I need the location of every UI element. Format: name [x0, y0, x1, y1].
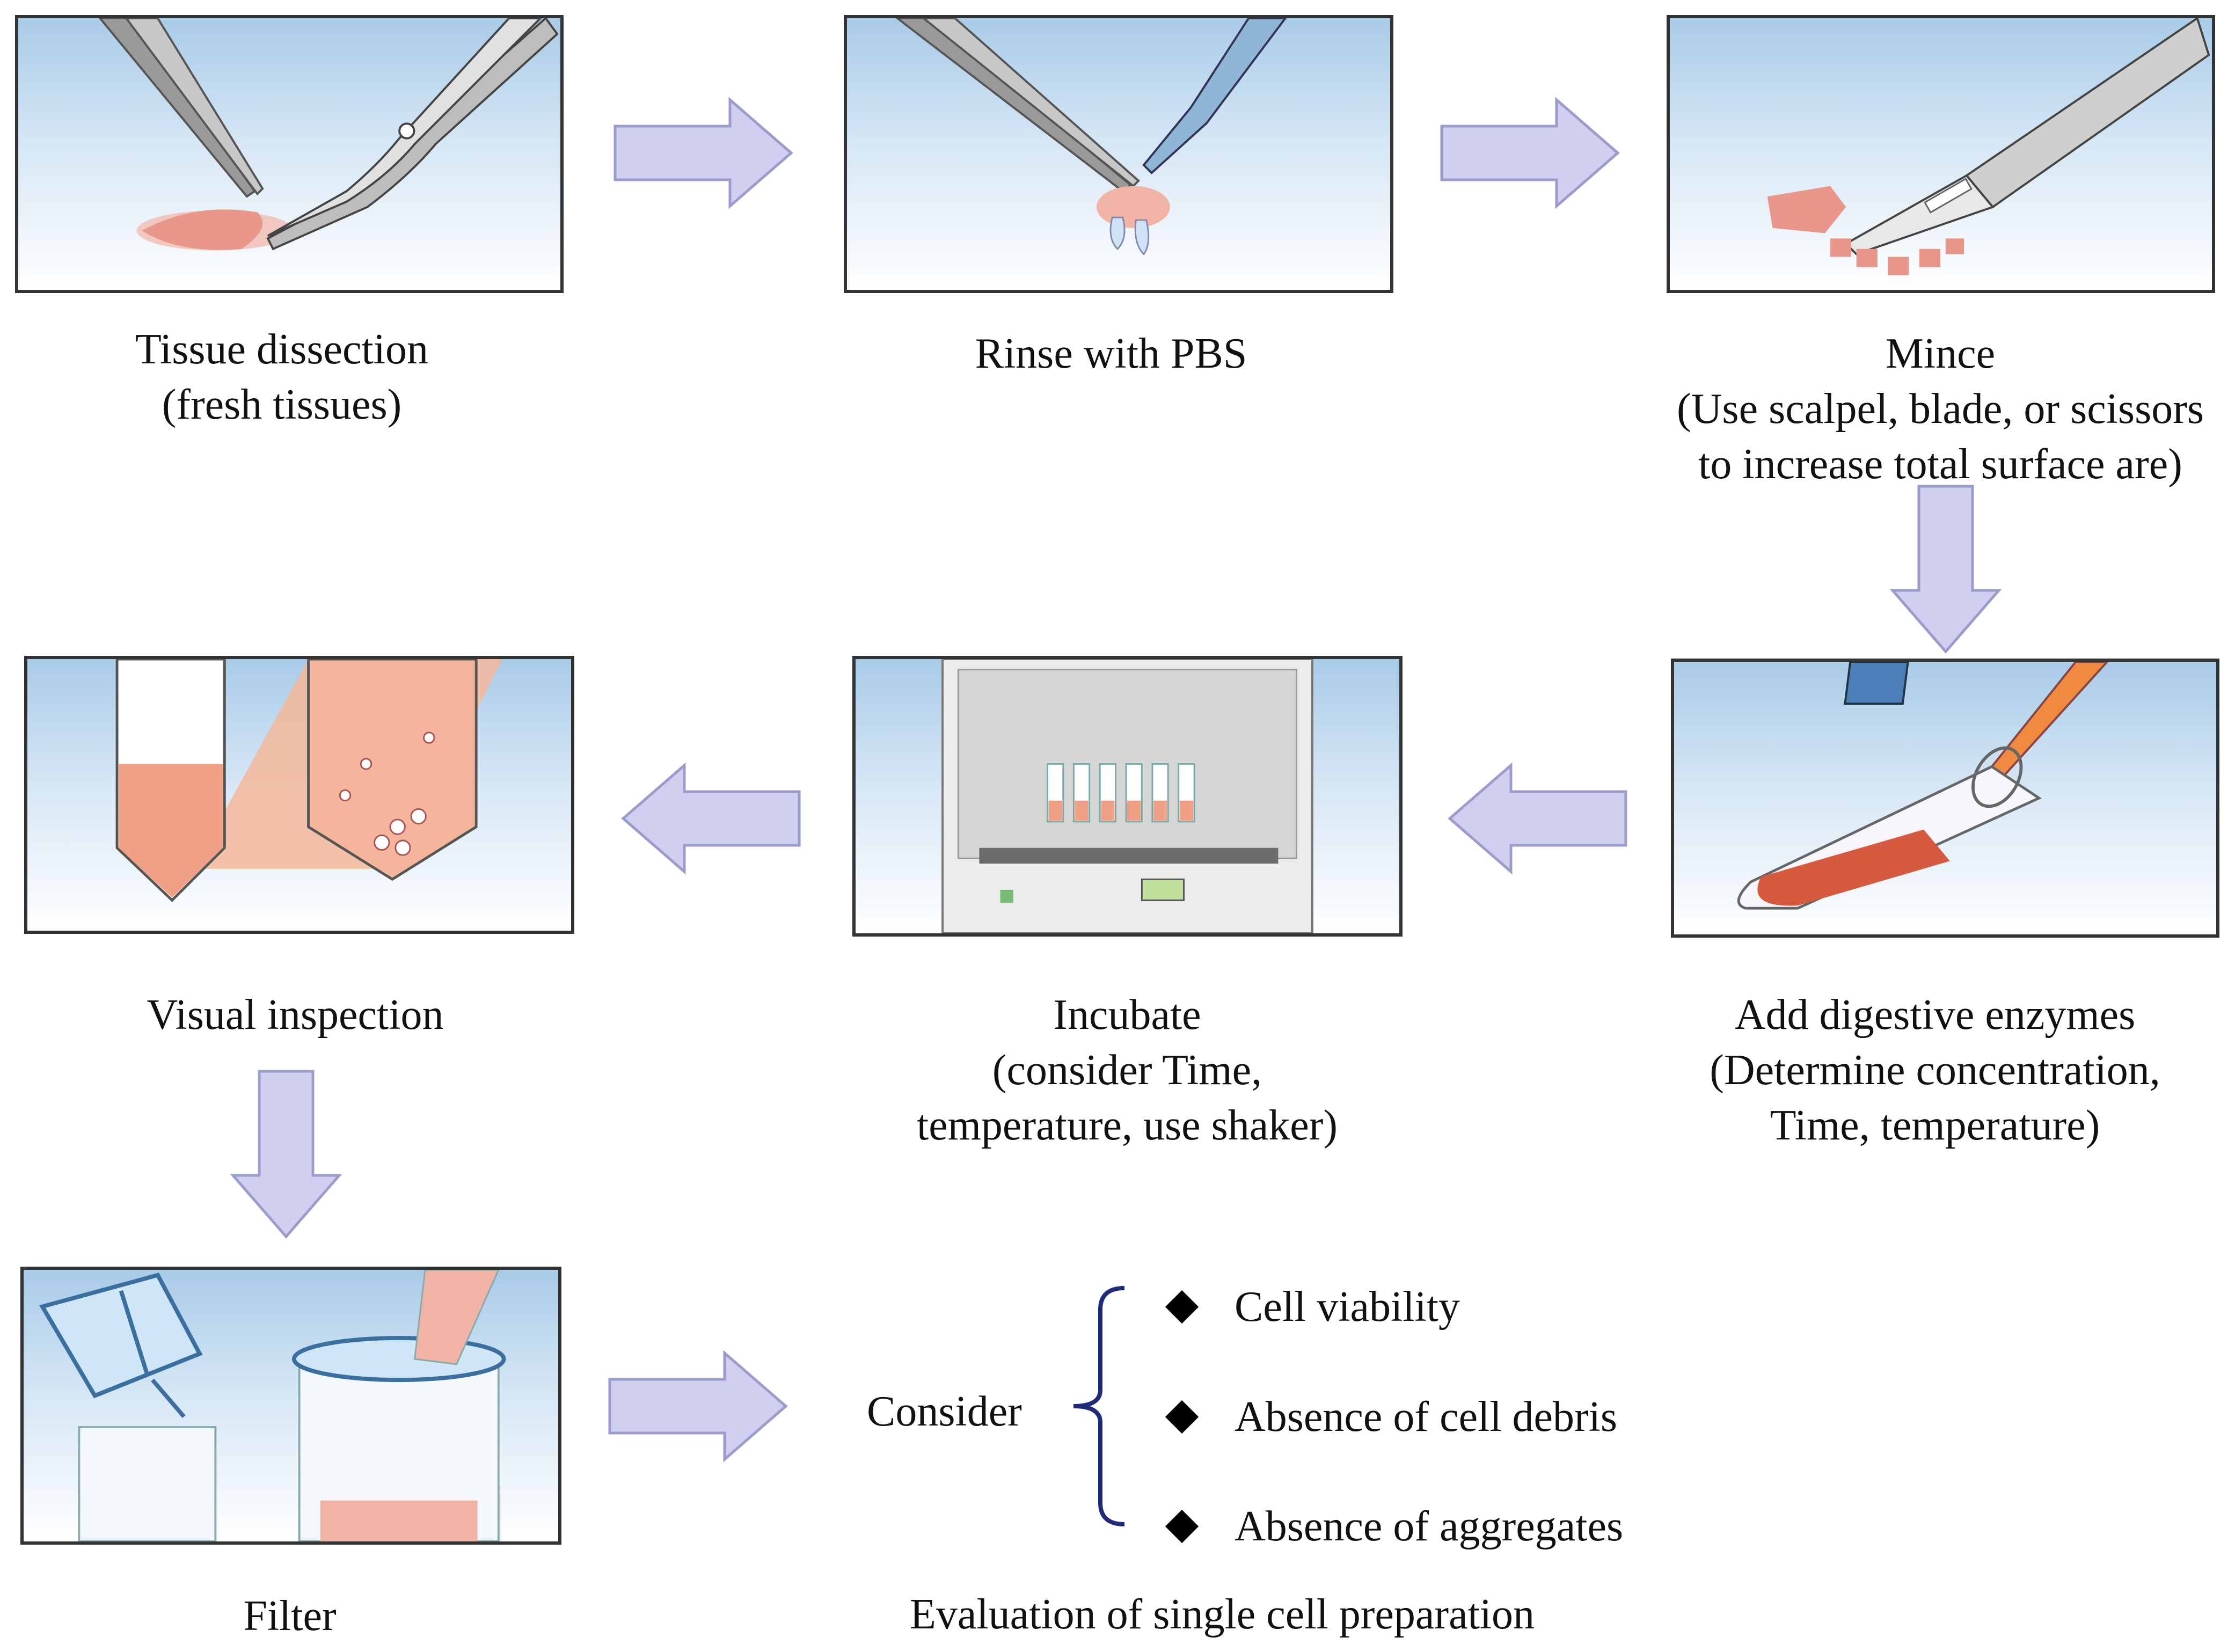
eval-item-debris: Absence of cell debris — [1235, 1393, 1618, 1441]
arrow-down-2 — [230, 1070, 342, 1239]
arrow-right-3 — [608, 1350, 788, 1463]
arrow-down-1 — [1889, 485, 2002, 654]
evaluation-title: Evaluation of single cell preparation — [910, 1591, 1535, 1638]
filter-title: Filter — [243, 1592, 337, 1640]
incubate-caption: Incubate (consider Time, temperature, us… — [880, 988, 1374, 1153]
tube-with-pipette-icon — [1737, 662, 2109, 910]
enzymes-caption: Add digestive enzymes (Determine concent… — [1659, 988, 2211, 1153]
pipette-icon — [895, 18, 1287, 255]
curly-brace — [1073, 1286, 1125, 1526]
enzymes-detail-2: Time, temperature) — [1770, 1102, 2100, 1149]
inspection-title: Visual inspection — [147, 991, 444, 1039]
arrow-right-2 — [1440, 97, 1620, 209]
arrow-left-2 — [1448, 762, 1627, 875]
arrow-left-1 — [621, 762, 801, 875]
inspection-illustration — [24, 656, 574, 934]
incubate-illustration — [852, 656, 1403, 937]
inspection-caption: Visual inspection — [75, 988, 515, 1043]
shaker-icon — [941, 659, 1313, 933]
mince-illustration — [1667, 15, 2215, 293]
incubate-detail-2: temperature, use shaker) — [916, 1102, 1338, 1149]
consider-label: Consider — [867, 1388, 1022, 1435]
cell-strainer-icon — [39, 1270, 506, 1541]
dissection-subtitle: (fresh tissues) — [162, 381, 402, 428]
enzymes-illustration — [1671, 659, 2219, 938]
tube-icon — [115, 659, 503, 902]
mince-detail-1: (Use scalpel, blade, or scissors — [1677, 385, 2204, 433]
forceps-scissors-icon — [98, 18, 559, 251]
filter-illustration — [20, 1267, 561, 1545]
scalpel-icon — [1767, 18, 2210, 275]
mince-title: Mince — [1885, 330, 1996, 377]
enzymes-title: Add digestive enzymes — [1734, 991, 2136, 1039]
incubate-detail-1: (consider Time, — [992, 1047, 1262, 1094]
eval-item-viability: Cell viability — [1235, 1283, 1460, 1331]
rinse-illustration — [844, 15, 1393, 293]
dissection-title: Tissue dissection — [135, 326, 428, 373]
filter-caption: Filter — [75, 1589, 505, 1644]
incubate-title: Incubate — [1053, 991, 1201, 1039]
bullet-diamond-icon — [1165, 1290, 1199, 1324]
bullet-diamond-icon — [1165, 1400, 1199, 1434]
eval-item-aggregates: Absence of aggregates — [1235, 1503, 1624, 1550]
rinse-title: Rinse with PBS — [975, 330, 1247, 377]
dissection-illustration — [15, 15, 564, 293]
dissection-caption: Tissue dissection (fresh tissues) — [62, 322, 502, 433]
rinse-caption: Rinse with PBS — [891, 326, 1331, 382]
mince-caption: Mince (Use scalpel, blade, or scissors t… — [1653, 326, 2227, 492]
mince-detail-2: to increase total surface are) — [1698, 441, 2182, 488]
arrow-right-1 — [613, 97, 793, 209]
bullet-diamond-icon — [1165, 1509, 1199, 1544]
enzymes-detail-1: (Determine concentration, — [1710, 1047, 2160, 1094]
